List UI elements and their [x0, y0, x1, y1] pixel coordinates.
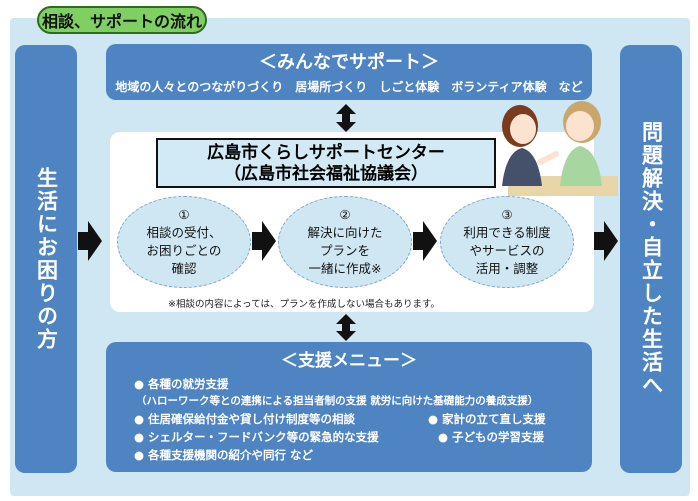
step-3-line-2: やサービスの	[469, 243, 545, 258]
step-3-coordination: ③ 利用できる制度 やサービスの 活用・調整	[440, 196, 574, 288]
step-1-line-3: 確認	[171, 261, 197, 276]
step-2-line-2: プランを	[319, 243, 370, 258]
support-menu-box: ＜支援メニュー＞ ● 各種の就労支援 （ハローワーク等との連携による担当者制の支…	[106, 342, 592, 472]
step-1-line-1: 相談の受付、	[146, 225, 222, 240]
step-2-line-3: 一緒に作成※	[308, 261, 382, 276]
support-item-child-learning: ● 子どもの学習支援	[438, 430, 545, 444]
right-column-outcome: 問題解決・自立した生活へ	[620, 45, 682, 473]
client-person-icon	[560, 101, 602, 186]
community-support-box: ＜みんなでサポート＞ 地域の人々とのつながりづくり 居場所づくり しごと体験 ボ…	[106, 44, 592, 100]
support-item-employment-detail: （ハローワーク等との連携による担当者制の支援 就労に向けた基礎能力の養成支援）	[136, 395, 539, 407]
org-parent: （広島市社会福祉協議会）	[224, 164, 428, 184]
support-item-emergency: ● シェルター・フードバンク等の緊急的な支援	[134, 430, 379, 444]
community-support-heading: ＜みんなでサポート＞	[259, 52, 439, 73]
staff-person-icon	[502, 105, 559, 186]
double-arrow-bottom	[336, 314, 356, 341]
title-tag: 相談、サポートの流れ	[37, 6, 207, 34]
support-item-referral: ● 各種支援機関の紹介や同行 など	[134, 448, 314, 462]
step-3-line-1: 利用できる制度	[463, 225, 551, 240]
arrow-left-to-center	[78, 221, 102, 261]
step-2-plan: ② 解決に向けた プランを 一緒に作成※	[278, 196, 412, 288]
support-item-housing: ● 住居確保給付金や貸し付け制度等の相談	[134, 412, 356, 426]
support-item-household-budget: ● 家計の立て直し支援	[428, 412, 546, 426]
support-center-org-box: 広島市くらしサポートセンター （広島市社会福祉協議会）	[156, 138, 496, 188]
left-column-label: 生活にお困りの方	[34, 167, 59, 351]
support-item-employment: ● 各種の就労支援	[134, 377, 229, 391]
arrow-center-to-right	[594, 221, 618, 261]
step-3-line-3: 活用・調整	[475, 261, 539, 276]
arrow-step2-to-step3	[413, 221, 437, 261]
double-arrow-top	[336, 104, 356, 132]
step-3-number: ③	[501, 207, 513, 222]
right-column-label: 問題解決・自立した生活へ	[639, 121, 664, 397]
left-column-target-person: 生活にお困りの方	[15, 45, 77, 473]
arrow-step1-to-step2	[252, 221, 276, 261]
step-2-number: ②	[339, 207, 351, 222]
plan-note: ※相談の内容によっては、プランを作成しない場合もあります。	[168, 299, 441, 310]
step-1-line-2: お困りごとの	[146, 243, 222, 258]
step-2-line-1: 解決に向けた	[307, 225, 383, 240]
community-support-examples: 地域の人々とのつながりづくり 居場所づくり しごと体験 ボランティア体験 など	[115, 80, 583, 94]
support-menu-heading: ＜支援メニュー＞	[281, 351, 417, 371]
org-name: 広島市くらしサポートセンター	[207, 143, 445, 163]
step-1-number: ①	[178, 207, 190, 222]
step-1-consultation: ① 相談の受付、 お困りごとの 確認	[117, 196, 251, 288]
consultation-illustration	[502, 101, 618, 196]
